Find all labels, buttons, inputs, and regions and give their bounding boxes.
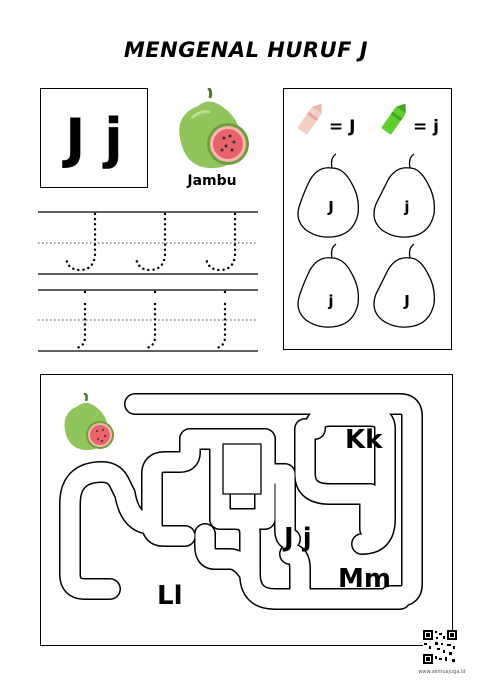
fruit-label: Jambu <box>187 173 237 189</box>
footer-url[interactable]: www.semuajuga.id <box>418 669 466 675</box>
maze-label-kk: Kk <box>345 425 383 455</box>
crayon-peach-icon <box>297 103 322 135</box>
pear-letter-1[interactable]: J <box>328 198 334 216</box>
pear-letter-2[interactable]: j <box>404 198 410 216</box>
crayon-green-icon <box>381 103 406 135</box>
maze-guava-icon <box>64 393 114 451</box>
maze-label-ll: Ll <box>157 581 183 611</box>
legend-upper: = J <box>329 117 356 137</box>
coloring-panel <box>283 88 452 350</box>
maze-label-jj: J j <box>284 523 312 553</box>
maze-label-mm: Mm <box>338 564 391 594</box>
letter-box: J j <box>40 88 148 188</box>
page-title: MENGENAL HURUF J <box>123 38 369 62</box>
tracing-lines <box>38 211 258 352</box>
maze-box <box>40 374 453 646</box>
pear-letter-4[interactable]: J <box>404 292 410 310</box>
qr-code-icon[interactable] <box>423 630 457 664</box>
pear-letter-3[interactable]: j <box>328 292 334 310</box>
guava-illustration <box>179 88 249 169</box>
maze-paths <box>59 393 423 610</box>
legend-lower: = j <box>413 117 439 137</box>
pear-outlines <box>297 153 436 328</box>
